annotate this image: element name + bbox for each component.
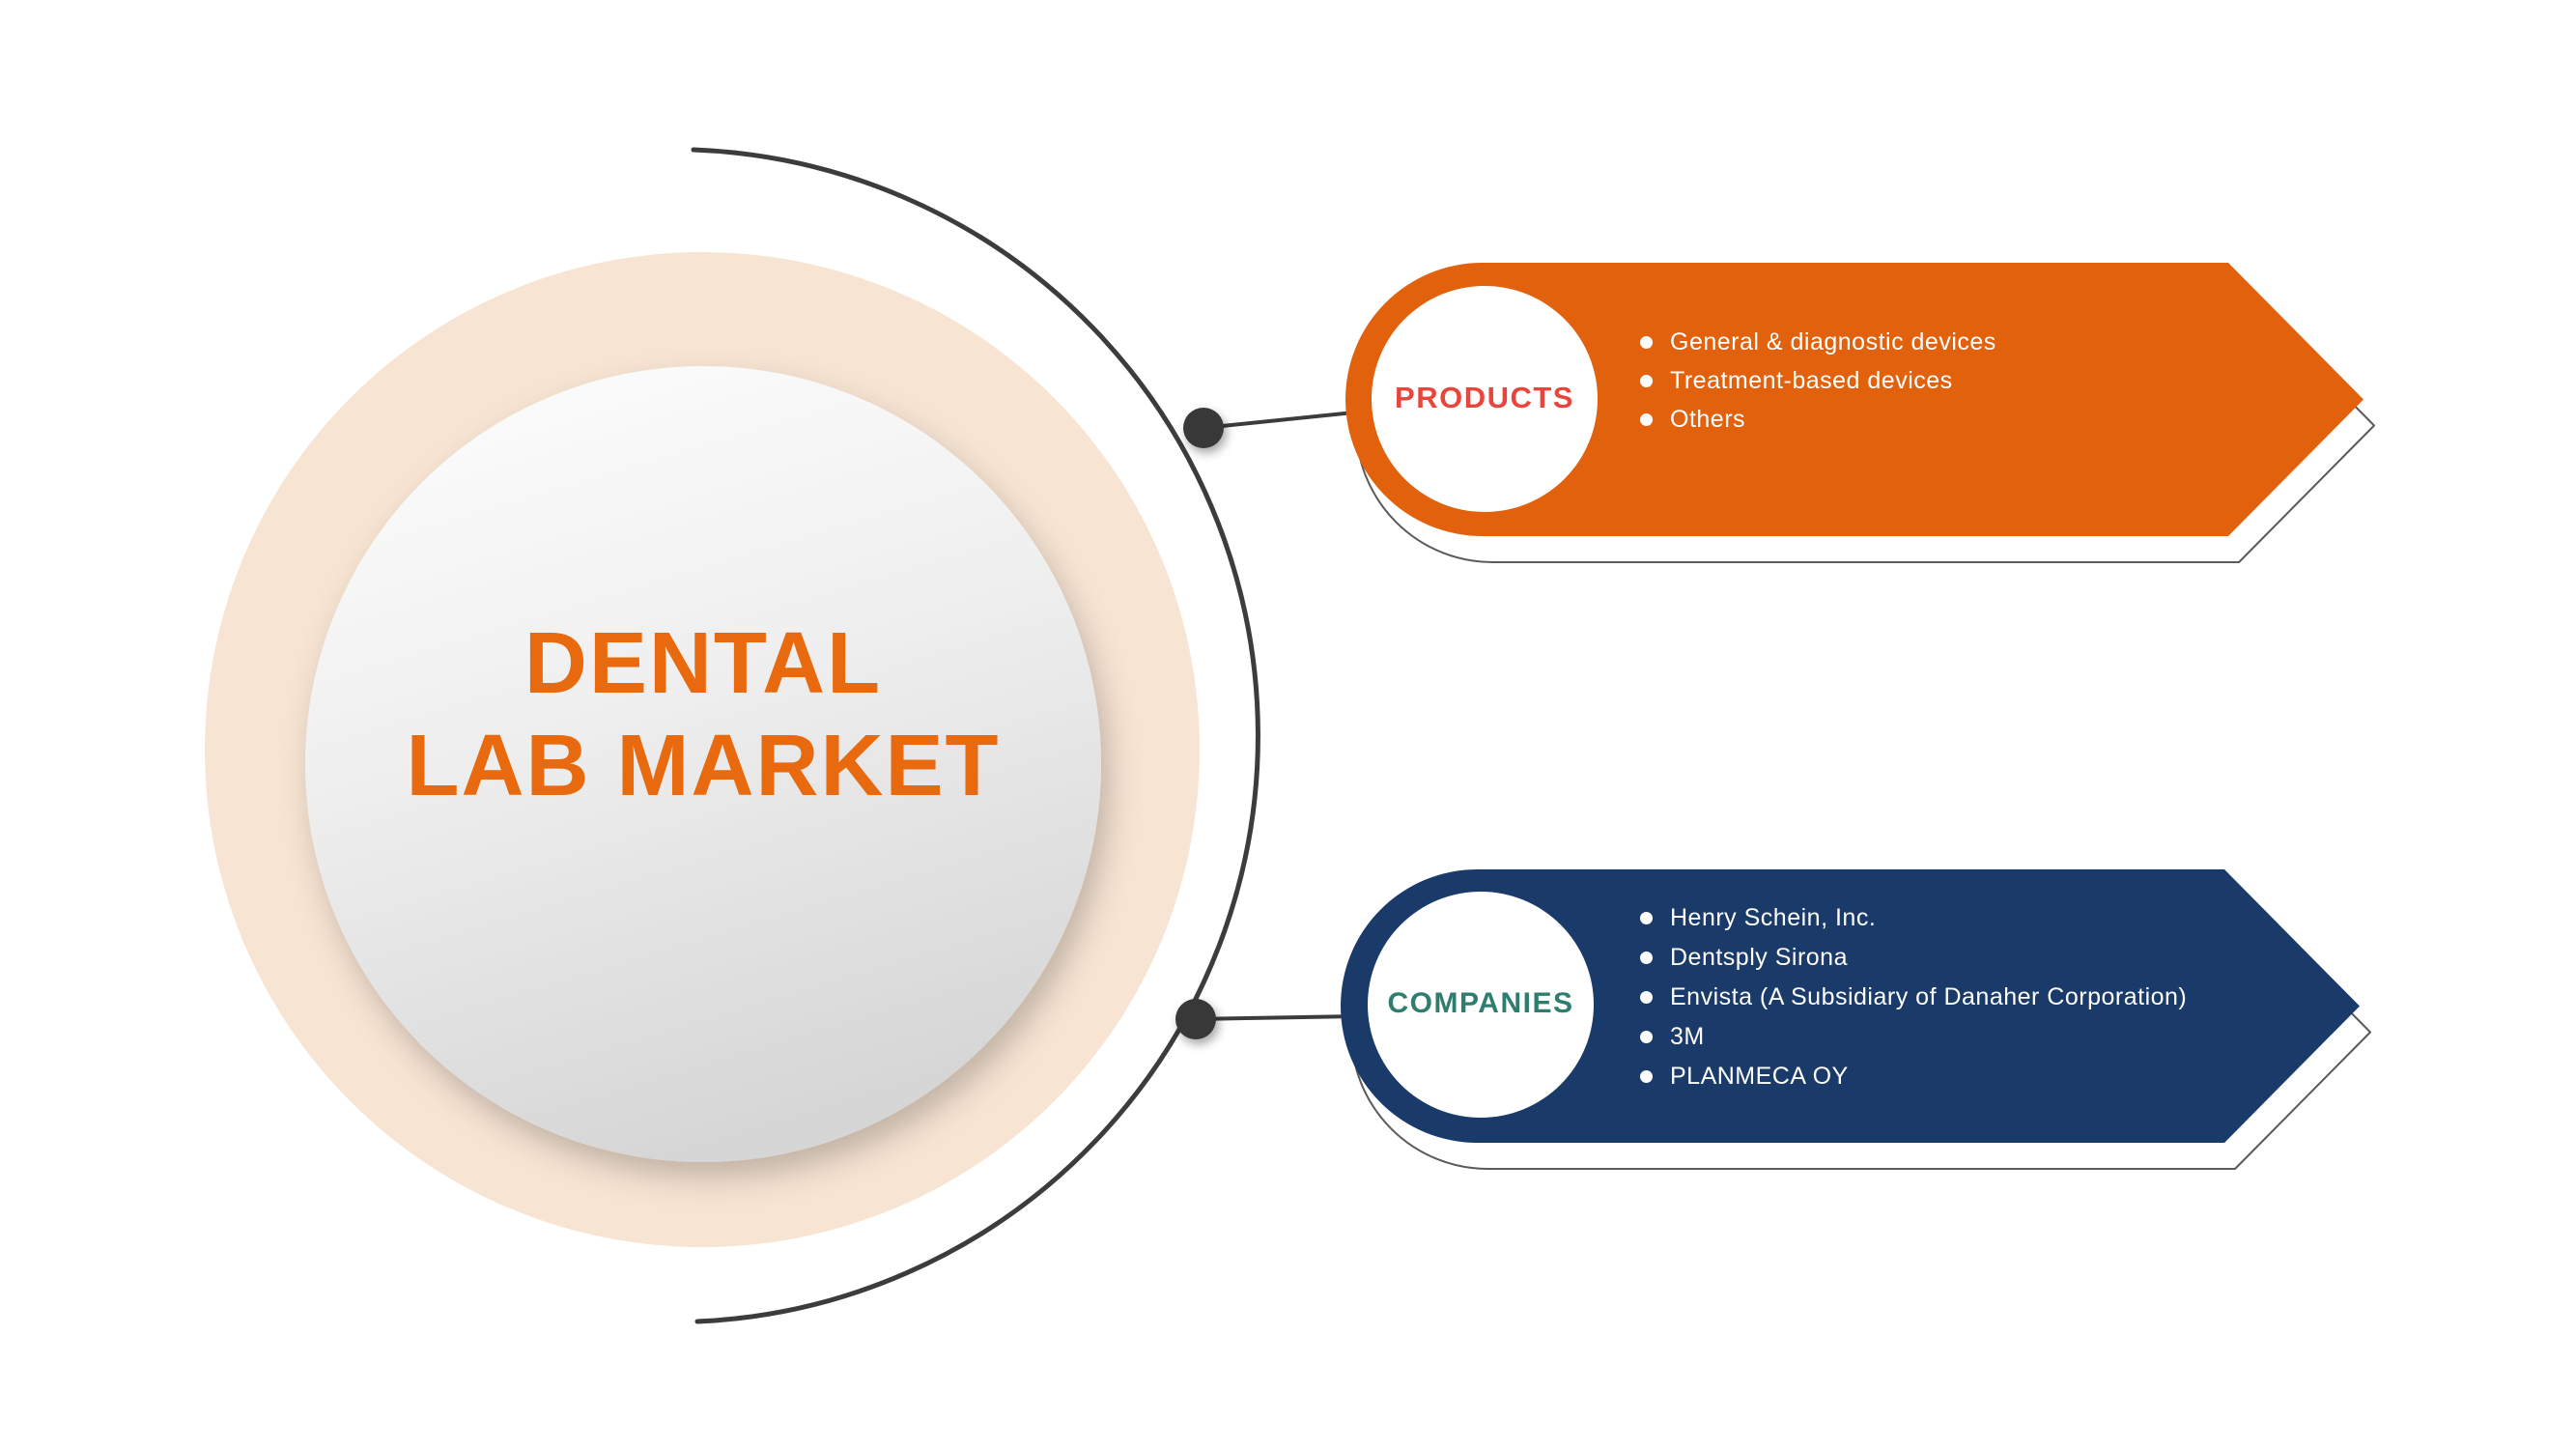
list-item-label: Envista (A Subsidiary of Danaher Corpora… [1670, 983, 2188, 1010]
page-title-line1: DENTAL [524, 615, 883, 712]
list-item-label: Henry Schein, Inc. [1670, 904, 1877, 931]
list-item-label: Others [1670, 406, 1746, 433]
page-title-line2: LAB MARKET [406, 718, 1001, 814]
list-item-label: 3M [1670, 1023, 1705, 1050]
bullet-dot-icon [1640, 335, 1653, 349]
companies-label-circle [1368, 892, 1594, 1118]
companies-list: Henry Schein, Inc. Dentsply Sirona Envis… [1640, 898, 2187, 1096]
list-item: Dentsply Sirona [1640, 938, 2187, 978]
list-item: Treatment-based devices [1640, 361, 1996, 400]
bullet-dot-icon [1640, 912, 1653, 924]
bullet-dot-icon [1640, 374, 1653, 387]
companies-banner-arrow [1341, 869, 2360, 1143]
list-item-label: General & diagnostic devices [1670, 328, 1996, 355]
bullet-dot-icon [1640, 1070, 1653, 1083]
list-item: PLANMECA OY [1640, 1057, 2187, 1096]
page-title: DENTAL LAB MARKET [269, 612, 1138, 817]
connector-line-products [1203, 411, 1355, 430]
connector-dot-companies [1175, 999, 1216, 1039]
connector-line-companies [1195, 1014, 1355, 1021]
list-item-label: Treatment-based devices [1670, 367, 1953, 394]
list-item: General & diagnostic devices [1640, 323, 1996, 361]
products-label: PRODUCTS [1395, 381, 1574, 414]
list-item: 3M [1640, 1017, 2187, 1057]
products-label-circle [1372, 286, 1598, 512]
outer-arc-line [691, 147, 1260, 1324]
connector-dot-products [1183, 408, 1224, 448]
products-banner-arrow [1345, 263, 2364, 536]
list-item: Henry Schein, Inc. [1640, 898, 2187, 938]
bullet-dot-icon [1640, 991, 1653, 1004]
list-item-label: PLANMECA OY [1670, 1063, 1849, 1090]
companies-label: COMPANIES [1387, 987, 1574, 1019]
list-item: Others [1640, 400, 1996, 439]
bullet-dot-icon [1640, 952, 1653, 964]
list-item: Envista (A Subsidiary of Danaher Corpora… [1640, 978, 2187, 1017]
list-item-label: Dentsply Sirona [1670, 944, 1848, 971]
bullet-dot-icon [1640, 1031, 1653, 1043]
inner-gradient-circle [305, 366, 1101, 1162]
bullet-dot-icon [1640, 412, 1653, 426]
products-list: General & diagnostic devices Treatment-b… [1640, 323, 1996, 439]
